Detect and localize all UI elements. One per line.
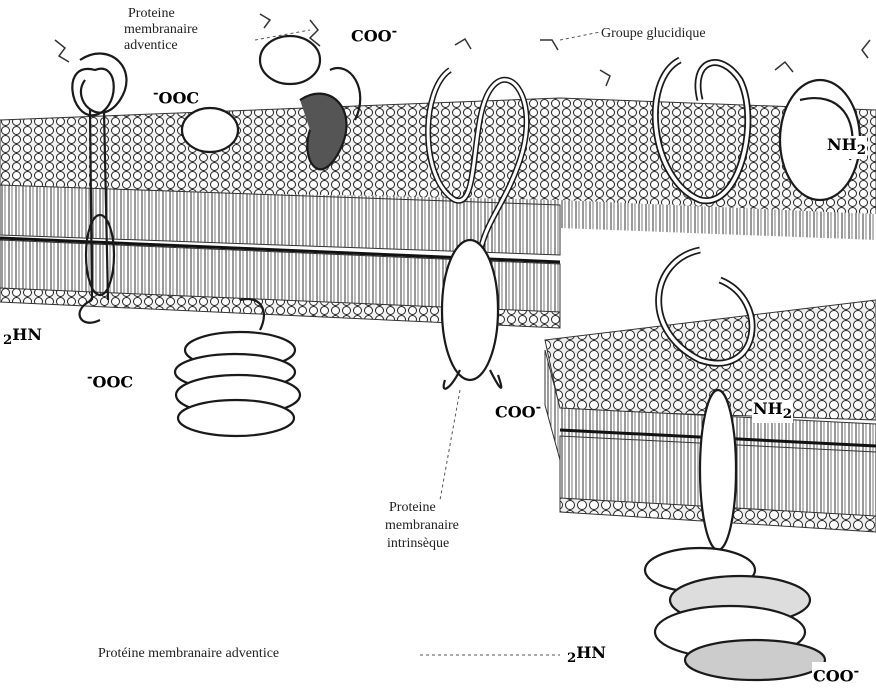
- chem-coo-mid: COO-: [494, 398, 542, 421]
- label-peripheral-top-1: Proteine: [128, 6, 175, 21]
- chem-nh2-right-mid: NH2: [752, 400, 793, 423]
- chem-coo-bottom: COO-: [812, 662, 860, 685]
- label-carbohydrate-group: Groupe glucidique: [600, 26, 707, 41]
- label-integral-2: membranaire: [384, 518, 460, 533]
- chem-nh2-right-top: NH2: [826, 136, 867, 159]
- label-integral-3: intrinsèque: [386, 536, 450, 551]
- chem-coo-top: COO-: [350, 22, 398, 45]
- peripheral-protein-lower-left: [175, 299, 300, 436]
- chem-ooc-top: -OOC: [152, 84, 200, 107]
- chem-h2n-bottom: 2HN: [566, 644, 607, 667]
- peripheral-protein-bottom: [645, 548, 825, 680]
- chem-ooc-left: -OOC: [86, 368, 134, 391]
- label-peripheral-top-3: adventice: [124, 38, 178, 53]
- label-peripheral-bottom: Protéine membranaire adventice: [98, 646, 279, 661]
- chem-h2n-left: 2HN: [2, 326, 43, 349]
- label-integral-1: Proteine: [388, 500, 437, 515]
- label-peripheral-top-2: membranaire: [124, 22, 198, 37]
